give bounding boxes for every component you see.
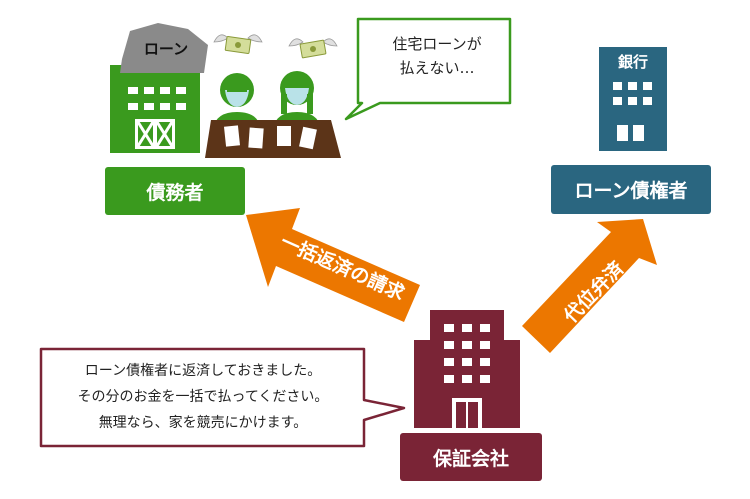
guarantor-speech-line: その分のお金を一括で払ってください。 <box>77 389 329 405</box>
debtor-speech-text: 住宅ローンが 払えない… <box>362 32 512 80</box>
bank-building-label: 銀行 <box>617 53 648 71</box>
debtor-couple-illustration <box>205 71 341 158</box>
flying-money-icon <box>213 34 263 54</box>
debtor-house-illustration <box>110 23 208 153</box>
guarantor-speech-bubble <box>39 347 406 448</box>
guarantor-speech-line: ローン債権者に返済しておきました。 <box>84 363 322 379</box>
guarantor-building-illustration <box>414 310 520 428</box>
guarantor-label: 保証会社 <box>400 433 542 481</box>
debtor-speech-line: 払えない… <box>399 59 475 77</box>
guarantor-speech-text: ローン債権者に返済しておきました。 その分のお金を一括で払ってください。 無理な… <box>44 358 362 436</box>
debtor-speech-line: 住宅ローンが <box>392 35 482 53</box>
guarantor-speech-line: 無理なら、家を競売にかけます。 <box>98 415 308 431</box>
debtor-speech-bubble <box>344 17 512 121</box>
bank-label: ローン債権者 <box>551 165 711 214</box>
debtor-label: 債務者 <box>105 167 245 215</box>
flying-money-icon <box>288 38 338 59</box>
bank-building-illustration <box>599 47 667 151</box>
rock-label: ローン <box>143 40 189 58</box>
